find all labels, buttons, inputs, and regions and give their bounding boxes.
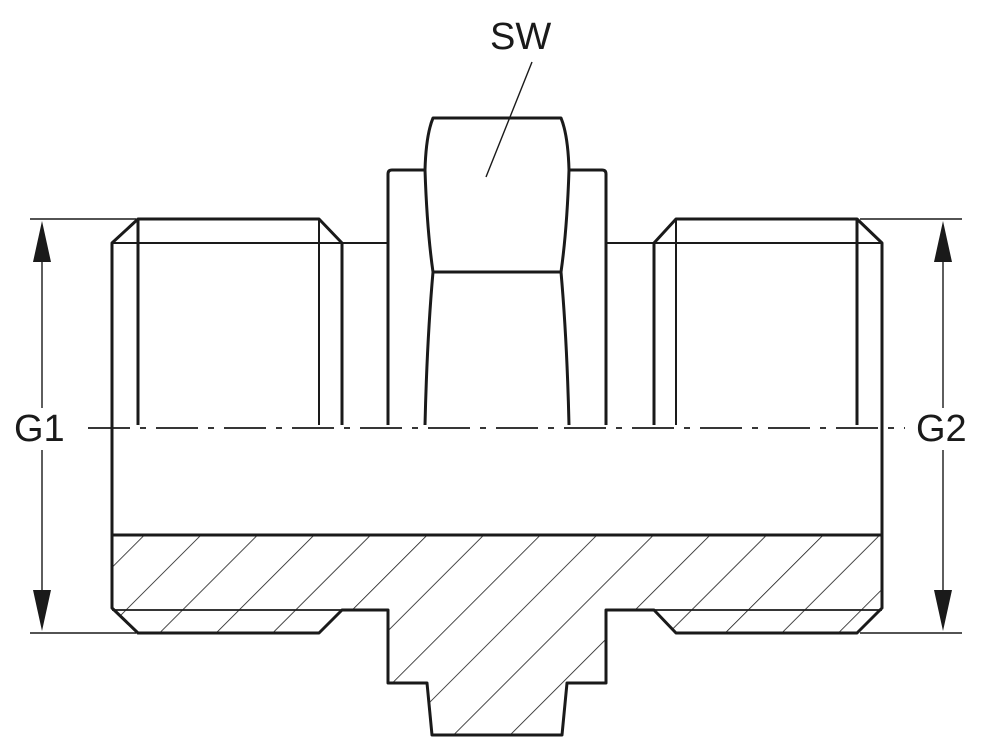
dimension-g1: [30, 218, 136, 634]
left-thread: [110, 217, 388, 535]
g2-label: G2: [916, 408, 967, 450]
sw-label: SW: [490, 16, 552, 58]
right-thread: [606, 217, 884, 535]
arrow-down-icon: [934, 590, 952, 631]
arrow-down-icon: [33, 590, 51, 631]
hex-nut: [423, 116, 571, 426]
dimension-g2: [860, 218, 962, 634]
sw-leader-line: [485, 61, 533, 178]
collar: [386, 168, 608, 425]
g1-label: G1: [14, 408, 65, 450]
section-hatch: [110, 533, 884, 737]
arrow-up-icon: [934, 221, 952, 262]
arrow-up-icon: [33, 221, 51, 262]
